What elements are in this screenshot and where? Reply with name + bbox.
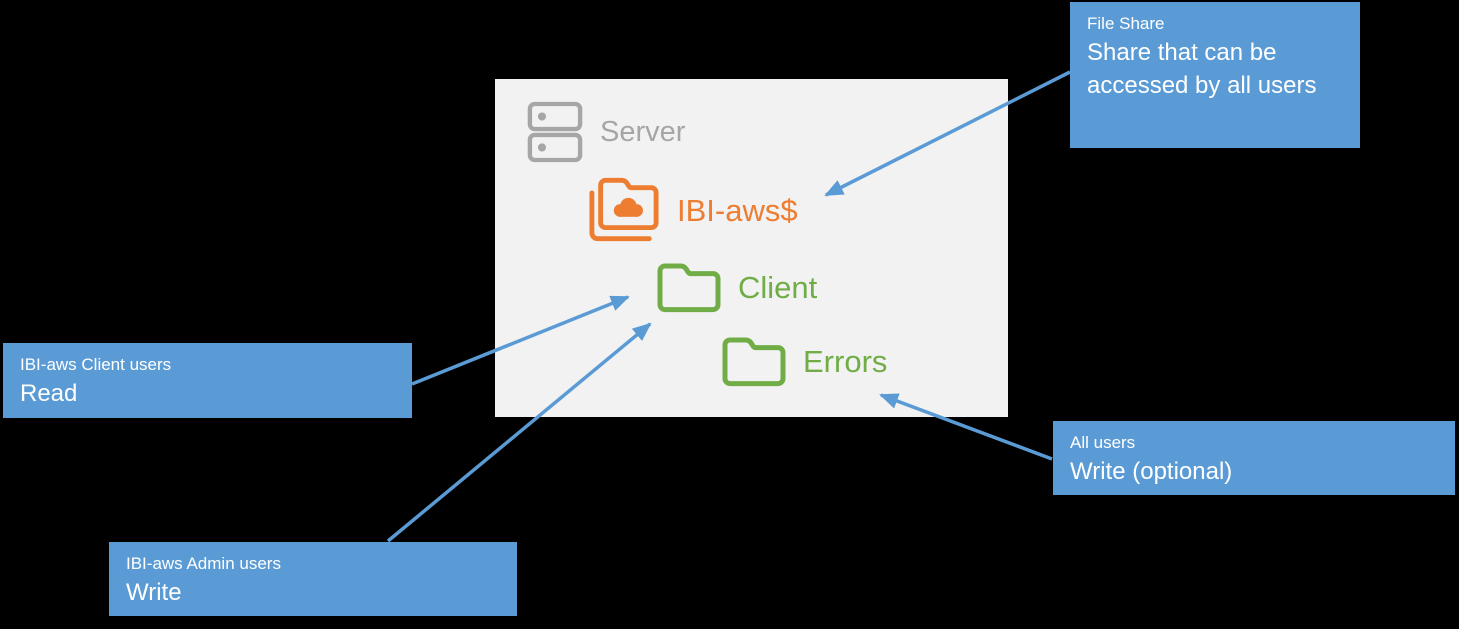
- server-row: Server: [527, 101, 685, 163]
- stacked-sheet-shape: [589, 190, 652, 242]
- cloud-icon: [613, 197, 643, 217]
- server-icon: [527, 101, 583, 163]
- callout-all-users: All users Write (optional): [1053, 421, 1455, 495]
- callout-title: All users: [1070, 433, 1136, 452]
- callout-admin-users: IBI-aws Admin users Write: [109, 542, 517, 616]
- client-folder-row: Client: [657, 263, 817, 313]
- folder-outline: [598, 177, 659, 231]
- errors-folder-label: Errors: [803, 344, 888, 379]
- callout-body: Read: [20, 379, 78, 407]
- file-share-row: IBI-aws$: [588, 177, 798, 244]
- callout-title: File Share: [1087, 14, 1165, 33]
- errors-folder-row: Errors: [722, 337, 887, 387]
- folder-icon: [722, 337, 786, 387]
- folder-icon: [657, 263, 721, 313]
- server-panel: Server IBI-aws$ Client: [495, 79, 1008, 417]
- callout-body: Share that can be accessed by all users: [1087, 38, 1317, 99]
- callout-title: IBI-aws Admin users: [126, 554, 281, 573]
- file-share-label: IBI-aws$: [677, 192, 798, 228]
- callout-file-share: File Share Share that can be accessed by…: [1070, 2, 1360, 148]
- callout-body: Write: [126, 578, 182, 606]
- callout-body: Write (optional): [1070, 457, 1233, 485]
- client-folder-label: Client: [738, 270, 818, 305]
- callout-title: IBI-aws Client users: [20, 355, 172, 374]
- shared-cloud-folder-icon: [589, 177, 659, 242]
- callout-client-users: IBI-aws Client users Read: [3, 343, 412, 418]
- server-label: Server: [600, 115, 686, 148]
